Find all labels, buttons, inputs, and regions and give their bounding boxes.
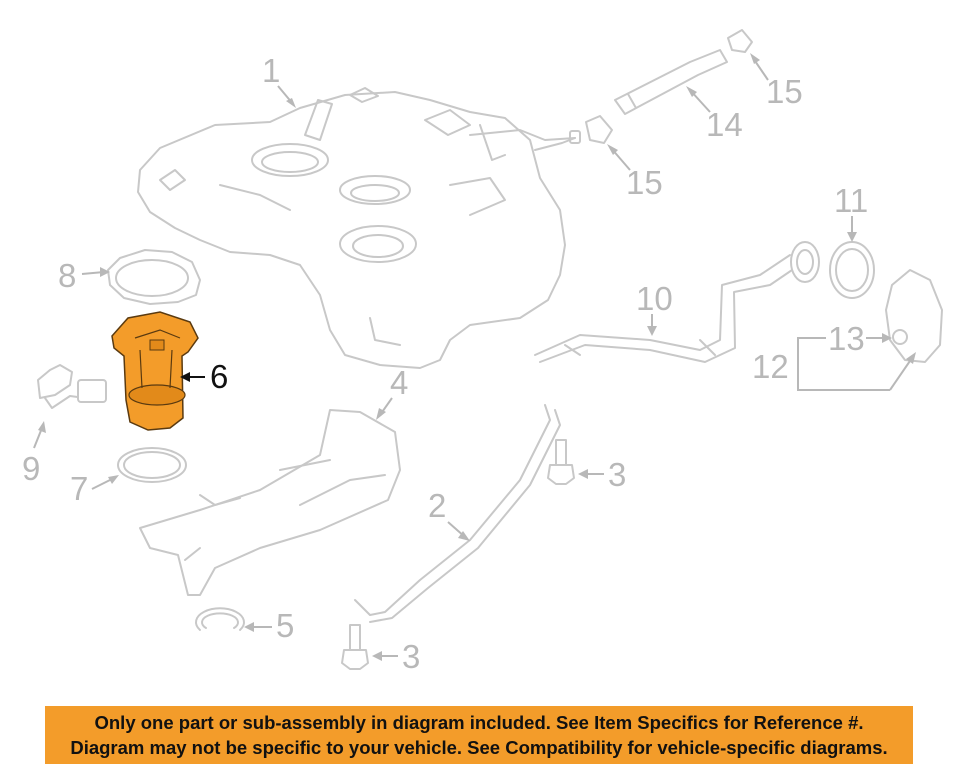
callout-11: 11 [834,182,868,242]
disclaimer-line-2: Diagram may not be specific to your vehi… [70,737,888,758]
svg-text:10: 10 [636,280,673,317]
svg-text:12: 12 [752,348,789,385]
svg-text:14: 14 [706,106,743,143]
callout-14: 14 [686,86,743,143]
parts-diagram: 1 14 15 15 8 6 9 7 4 [22,29,943,675]
disclaimer-line-1: Only one part or sub-assembly in diagram… [94,712,864,733]
callout-13: 13 [828,320,892,357]
svg-text:3: 3 [608,456,626,493]
callout-10: 10 [636,280,673,336]
svg-text:5: 5 [276,607,294,644]
filler-hose-part [614,49,728,115]
filler-seal-part [829,241,875,299]
callout-7: 7 [70,470,119,507]
svg-text:8: 8 [58,257,76,294]
callout-1: 1 [262,52,296,108]
svg-text:15: 15 [626,164,663,201]
svg-text:2: 2 [428,487,446,524]
callout-15-top: 15 [750,53,803,110]
svg-text:4: 4 [390,364,408,401]
svg-text:3: 3 [402,638,420,675]
bolt-lower-part [341,624,369,670]
svg-text:13: 13 [828,320,865,357]
tank-strap-part [354,404,561,623]
disclaimer-banner: Only one part or sub-assembly in diagram… [45,706,913,764]
callout-8: 8 [58,257,110,294]
fuel-door-part [885,269,943,363]
lock-ring-part [107,249,201,305]
gasket-part [117,447,187,483]
callout-3-lower: 3 [372,638,420,675]
callout-5: 5 [244,607,294,644]
heat-shield-part [139,409,401,596]
callout-4: 4 [376,364,408,420]
callout-6: 6 [180,358,228,395]
callout-15-middle: 15 [607,144,663,201]
svg-text:11: 11 [834,182,868,219]
svg-text:7: 7 [70,470,88,507]
filler-tube-part [534,241,820,363]
wire-harness-part [37,364,107,409]
callout-2: 2 [428,487,470,541]
svg-text:15: 15 [766,73,803,110]
svg-text:9: 9 [22,450,40,487]
hose-clamp-top-part [727,29,753,53]
fuel-pump-module-part [111,311,199,431]
hose-clamp-middle-part [585,115,613,144]
fastener-part [892,329,908,345]
fuel-tank-part [137,87,581,369]
bolt-upper-part [547,439,575,485]
svg-text:6: 6 [210,358,228,395]
callout-12: 12 [752,337,916,391]
callout-9: 9 [22,421,46,487]
svg-text:1: 1 [262,52,280,89]
callout-3-upper: 3 [578,456,626,493]
clip-part [195,607,245,631]
